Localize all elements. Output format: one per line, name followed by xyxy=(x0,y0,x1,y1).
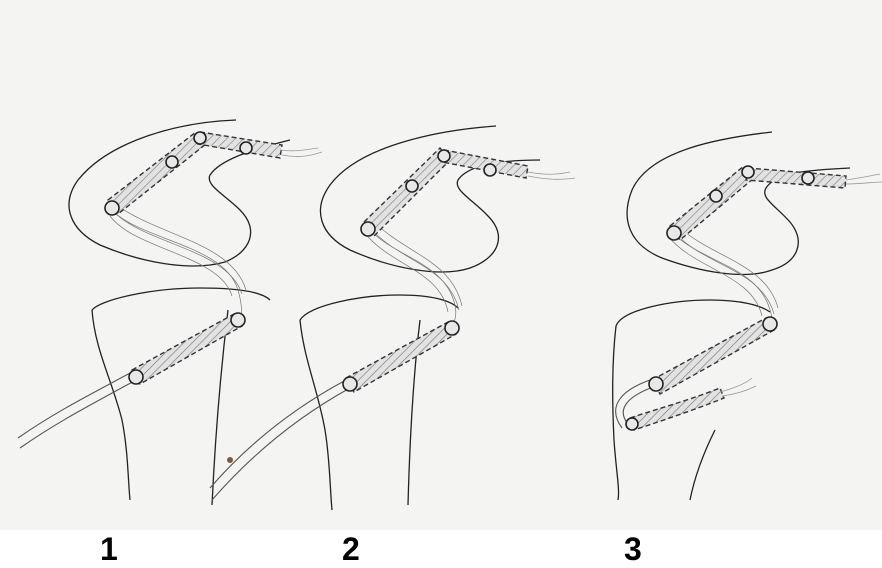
tunnel-aperture-3f xyxy=(649,377,663,391)
femoral-exit-tunnel-3 xyxy=(746,168,846,188)
femoral-tunnel-1 xyxy=(108,132,206,214)
femur-outline-3 xyxy=(627,132,850,274)
tunnel-aperture-2f xyxy=(343,377,357,391)
tunnel-aperture-1a xyxy=(105,201,119,215)
panel-label-1: 1 xyxy=(100,532,118,566)
tunnel-aperture-3d xyxy=(802,172,814,184)
tunnel-aperture-1d xyxy=(240,142,252,154)
graft-fibers-2 xyxy=(364,224,462,328)
graft-fibers-1 xyxy=(110,206,246,322)
tibial-return-tunnel-3 xyxy=(630,388,724,430)
tunnel-aperture-1e xyxy=(231,313,245,327)
femoral-tunnel-2 xyxy=(364,148,450,236)
panel-1-drawing xyxy=(18,120,322,505)
panel-2-drawing xyxy=(210,126,575,510)
femoral-tunnel-3 xyxy=(670,166,754,240)
tibial-tunnel-2 xyxy=(346,322,456,392)
graft-tail-top-1 xyxy=(280,148,322,156)
panel-label-2: 2 xyxy=(342,532,360,566)
graft-tail-top-3 xyxy=(846,174,882,184)
tunnel-aperture-1c xyxy=(194,132,206,144)
tunnel-aperture-2e xyxy=(445,321,459,335)
graft-tail-bottom-3 xyxy=(720,378,756,396)
graft-tail-bottom-2 xyxy=(210,380,350,500)
tibial-tunnel-1 xyxy=(132,314,242,384)
graft-tail-top-2 xyxy=(528,172,575,179)
tunnel-aperture-2c xyxy=(438,150,450,162)
femur-outline-2 xyxy=(320,126,540,272)
tibial-tunnel-3 xyxy=(652,318,774,394)
tibia-shaft-left-1 xyxy=(92,310,130,500)
tunnel-aperture-3b xyxy=(710,190,722,202)
tibia-shaft-right-3 xyxy=(690,430,715,500)
tibia-outline-1 xyxy=(92,288,270,310)
knee-sketch xyxy=(0,0,882,530)
tunnel-aperture-3g xyxy=(626,418,638,430)
tunnel-aperture-1f xyxy=(129,370,143,384)
ink-dot xyxy=(227,457,233,463)
tibia-shaft-left-2 xyxy=(300,295,458,320)
tibia-shaft-left-3 xyxy=(616,300,770,326)
panel-3-drawing xyxy=(613,132,882,500)
tunnel-aperture-2a xyxy=(361,222,375,236)
tunnel-aperture-1b xyxy=(166,156,178,168)
graft-fibers-3 xyxy=(668,228,778,328)
tunnel-aperture-2d xyxy=(484,164,496,176)
tunnel-aperture-3a xyxy=(667,226,681,240)
graft-tail-bottom-1 xyxy=(18,372,136,448)
tunnel-aperture-3c xyxy=(742,166,754,178)
panel-label-3: 3 xyxy=(624,532,642,566)
tunnel-aperture-3e xyxy=(763,317,777,331)
tunnel-aperture-2b xyxy=(406,180,418,192)
